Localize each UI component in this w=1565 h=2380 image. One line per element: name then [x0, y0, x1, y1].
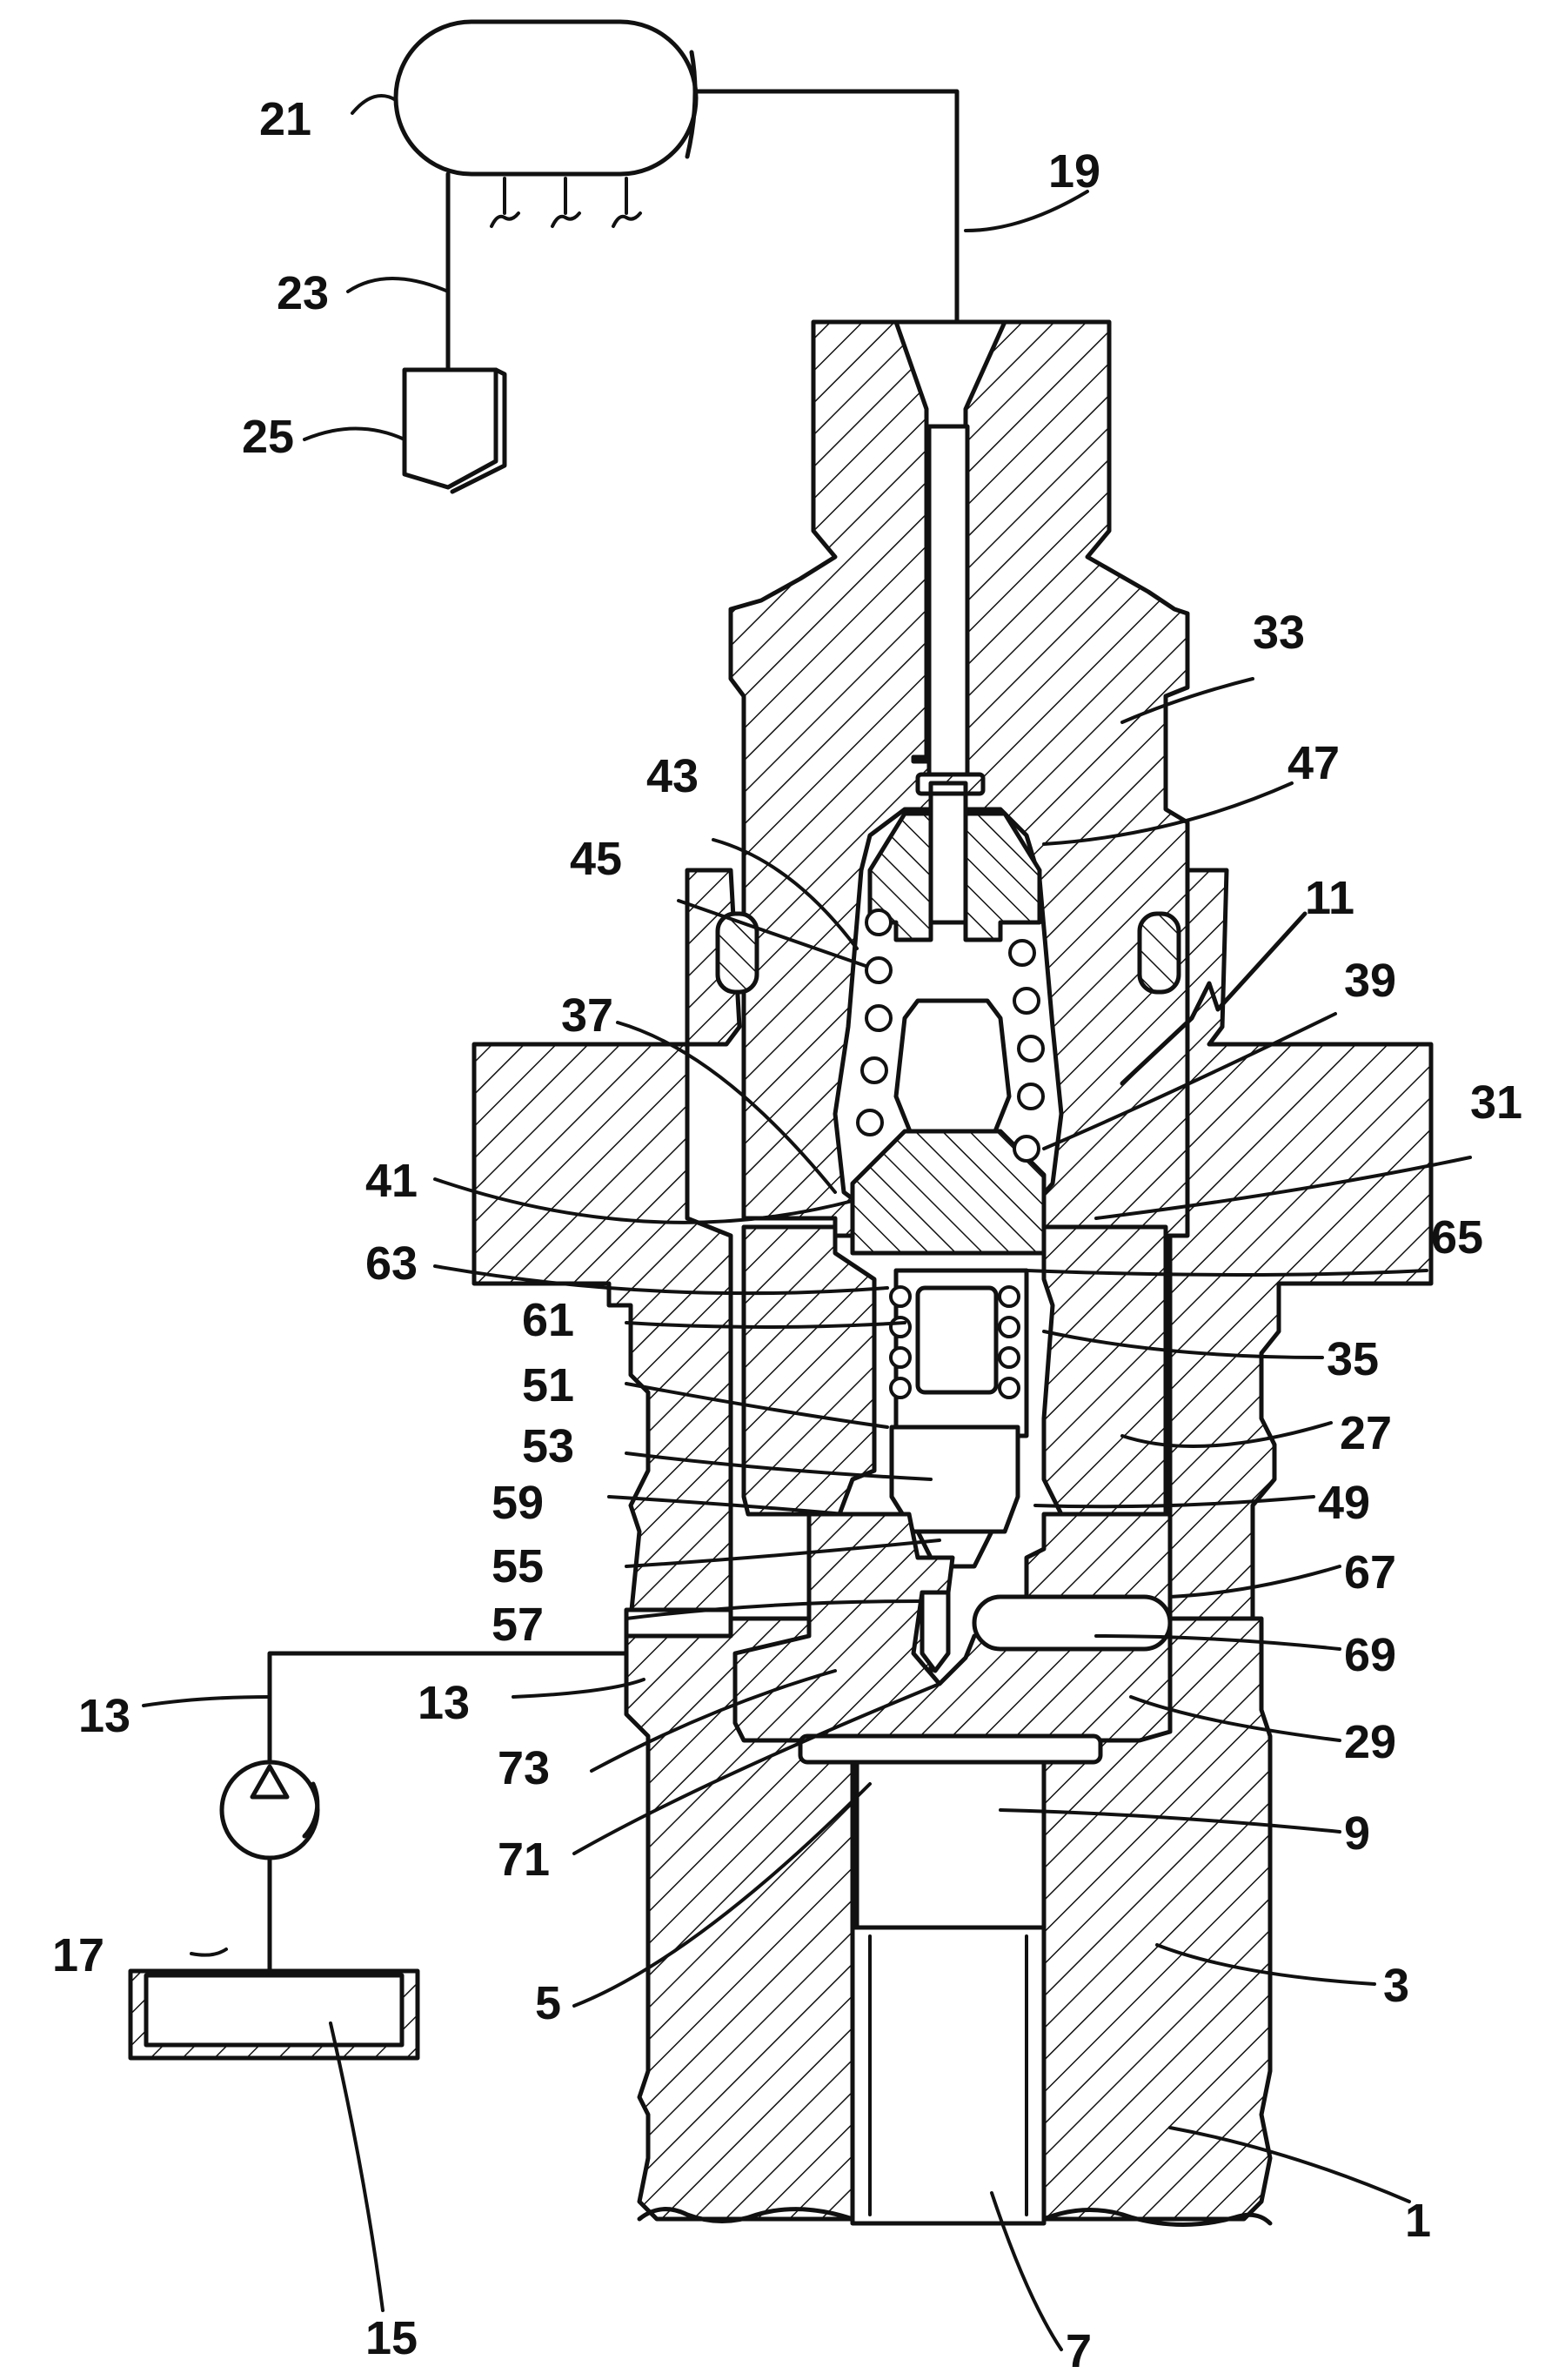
label-49: 49 — [1318, 1477, 1370, 1529]
label-13a: 13 — [78, 1690, 130, 1742]
label-55: 55 — [492, 1540, 544, 1592]
label-63: 63 — [365, 1237, 418, 1290]
label-65: 65 — [1431, 1211, 1483, 1264]
label-59: 59 — [492, 1477, 544, 1529]
label-23: 23 — [277, 267, 329, 319]
label-9: 9 — [1344, 1807, 1370, 1860]
label-27: 27 — [1340, 1407, 1392, 1459]
label-35: 35 — [1327, 1333, 1379, 1385]
label-45: 45 — [570, 833, 622, 885]
label-61: 61 — [522, 1294, 574, 1346]
label-21: 21 — [259, 93, 311, 145]
label-7: 7 — [1066, 2325, 1092, 2377]
label-13b: 13 — [418, 1677, 470, 1729]
label-51: 51 — [522, 1359, 574, 1411]
label-73: 73 — [498, 1742, 550, 1794]
label-39: 39 — [1344, 955, 1396, 1007]
label-71: 71 — [498, 1834, 550, 1886]
device-25-icon — [405, 370, 496, 487]
label-25: 25 — [242, 411, 294, 463]
label-15: 15 — [365, 2312, 418, 2364]
label-69: 69 — [1344, 1629, 1396, 1681]
label-67: 67 — [1344, 1546, 1396, 1599]
label-19: 19 — [1048, 145, 1100, 198]
label-37: 37 — [561, 989, 613, 1042]
accumulator-21-icon — [396, 22, 696, 174]
label-31: 31 — [1470, 1076, 1522, 1129]
label-1: 1 — [1405, 2195, 1431, 2247]
label-17: 17 — [52, 1929, 104, 1981]
label-11: 11 — [1305, 872, 1354, 924]
label-29: 29 — [1344, 1716, 1396, 1768]
label-47: 47 — [1287, 737, 1340, 789]
label-5: 5 — [535, 1977, 561, 2029]
label-43: 43 — [646, 750, 699, 802]
label-3: 3 — [1383, 1960, 1409, 2012]
label-41: 41 — [365, 1155, 418, 1207]
label-57: 57 — [492, 1599, 544, 1651]
label-53: 53 — [522, 1420, 574, 1472]
label-33: 33 — [1253, 607, 1305, 659]
